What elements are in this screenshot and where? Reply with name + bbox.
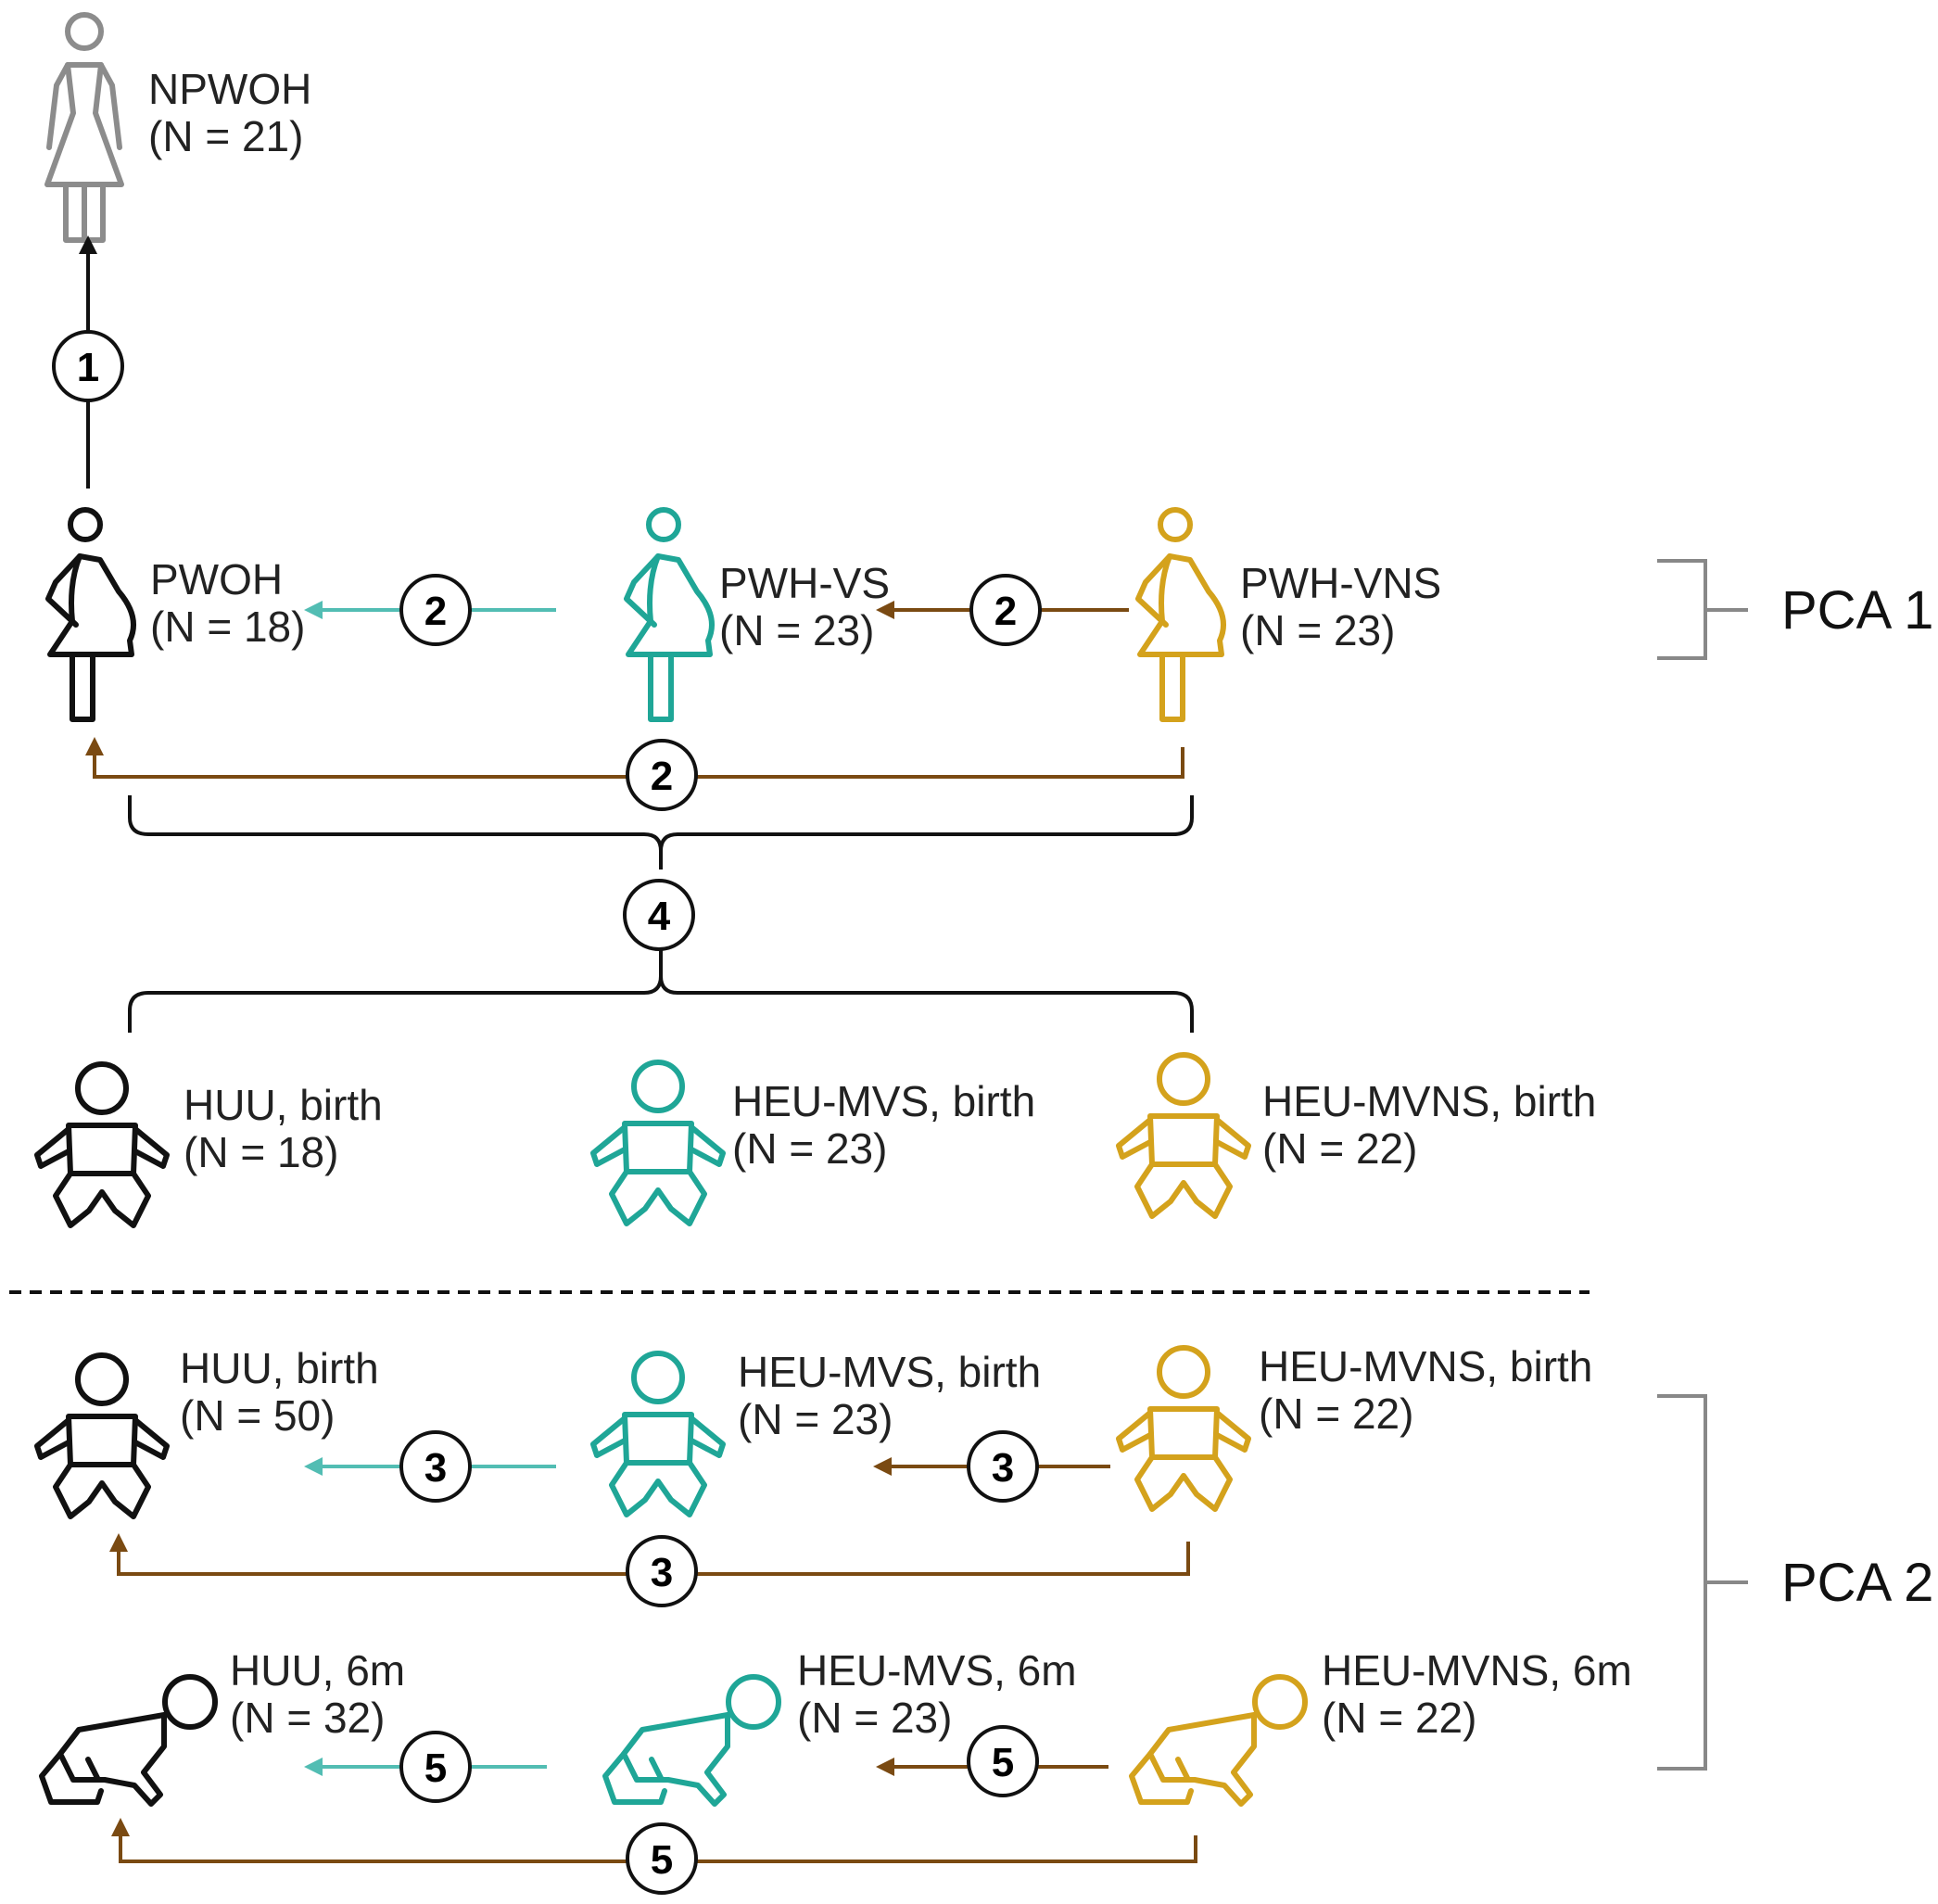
huu-6m-label: HUU, 6m bbox=[230, 1646, 405, 1695]
pwoh-count: (N = 18) bbox=[150, 603, 305, 651]
infant-icon bbox=[37, 1064, 167, 1225]
svg-text:4: 4 bbox=[648, 894, 671, 939]
pca1-label: PCA 1 bbox=[1781, 580, 1933, 641]
pca2-label: PCA 2 bbox=[1781, 1553, 1933, 1613]
pwoh-figure bbox=[48, 510, 133, 719]
comparison-badge-5b: 5 bbox=[967, 1725, 1039, 1797]
comparison-badge-4: 4 bbox=[623, 879, 695, 951]
svg-text:1: 1 bbox=[77, 345, 99, 390]
woman-icon bbox=[47, 15, 121, 240]
comparison-badge-2a: 2 bbox=[399, 574, 472, 646]
heu-mvs-6m-label: HEU-MVS, 6m bbox=[797, 1646, 1077, 1695]
pca1-bracket bbox=[1657, 559, 1748, 660]
huu-birth-count: (N = 18) bbox=[184, 1128, 338, 1176]
pwh-vns-figure bbox=[1138, 510, 1223, 719]
crawling-baby-icon bbox=[42, 1677, 215, 1804]
infant-brace bbox=[128, 949, 1194, 1033]
pca2-bracket bbox=[1657, 1394, 1748, 1771]
comparison-badge-3a: 3 bbox=[399, 1430, 472, 1503]
pwoh-label: PWOH bbox=[150, 555, 283, 603]
pregnant-woman-icon bbox=[627, 510, 712, 719]
pwh-vs-label: PWH-VS bbox=[719, 559, 890, 607]
pwh-vns-label: PWH-VNS bbox=[1240, 559, 1441, 607]
svg-text:2: 2 bbox=[994, 589, 1017, 634]
heu-mvs-birth-count: (N = 23) bbox=[732, 1124, 887, 1173]
svg-text:2: 2 bbox=[424, 589, 447, 634]
maternal-brace bbox=[128, 795, 1194, 869]
npwoh-count: (N = 21) bbox=[148, 112, 303, 160]
crawling-baby-icon bbox=[1132, 1677, 1305, 1804]
heu-mvs-birth-label: HEU-MVS, birth bbox=[732, 1077, 1035, 1125]
svg-text:5: 5 bbox=[992, 1740, 1014, 1785]
heu-mvns-6m-label: HEU-MVNS, 6m bbox=[1322, 1646, 1632, 1695]
infant-icon bbox=[37, 1355, 167, 1517]
comparison-badge-3c: 3 bbox=[626, 1535, 698, 1607]
heu-mvs-birth-label-2: HEU-MVS, birth bbox=[738, 1348, 1041, 1396]
heu-mvns-6m-count: (N = 22) bbox=[1322, 1694, 1476, 1742]
svg-text:5: 5 bbox=[651, 1837, 673, 1883]
heu-mvns-birth-label: HEU-MVNS, birth bbox=[1262, 1077, 1596, 1125]
infant-icon bbox=[593, 1062, 723, 1224]
pwh-vs-figure bbox=[627, 510, 712, 719]
pwh-vs-count: (N = 23) bbox=[719, 606, 874, 654]
comparison-badge-2b: 2 bbox=[969, 574, 1042, 646]
heu-mvs-6m-count: (N = 23) bbox=[797, 1694, 952, 1742]
crawling-baby-icon bbox=[605, 1677, 779, 1804]
infant-icon bbox=[1119, 1348, 1248, 1509]
heu-mvns-birth-count-2: (N = 22) bbox=[1259, 1390, 1413, 1438]
heu-mvs-birth-count-2: (N = 23) bbox=[738, 1395, 893, 1443]
svg-text:3: 3 bbox=[651, 1550, 673, 1595]
heu-mvns-birth-count: (N = 22) bbox=[1262, 1124, 1417, 1173]
comparison-badge-3b: 3 bbox=[967, 1430, 1039, 1503]
huu-birth-label-2: HUU, birth bbox=[180, 1344, 379, 1392]
svg-text:3: 3 bbox=[992, 1445, 1014, 1491]
comparison-badge-5c: 5 bbox=[626, 1822, 698, 1895]
npwoh-label: NPWOH bbox=[148, 65, 311, 113]
pwh-vns-count: (N = 23) bbox=[1240, 606, 1395, 654]
huu-birth-count-2: (N = 50) bbox=[180, 1391, 335, 1440]
huu-birth-label: HUU, birth bbox=[184, 1081, 383, 1129]
pregnant-woman-icon bbox=[1138, 510, 1223, 719]
pregnant-woman-icon bbox=[48, 510, 133, 719]
npwoh-figure bbox=[47, 15, 121, 240]
heu-mvns-birth-label-2: HEU-MVNS, birth bbox=[1259, 1342, 1592, 1390]
svg-text:3: 3 bbox=[424, 1445, 447, 1491]
svg-text:2: 2 bbox=[651, 754, 673, 799]
infant-icon bbox=[593, 1353, 723, 1515]
comparison-badge-2c: 2 bbox=[626, 739, 698, 811]
infant-icon bbox=[1119, 1055, 1248, 1216]
svg-text:5: 5 bbox=[424, 1745, 447, 1791]
huu-6m-count: (N = 32) bbox=[230, 1694, 385, 1742]
comparison-badge-5a: 5 bbox=[399, 1731, 472, 1803]
comparison-badge-1: 1 bbox=[52, 330, 124, 402]
